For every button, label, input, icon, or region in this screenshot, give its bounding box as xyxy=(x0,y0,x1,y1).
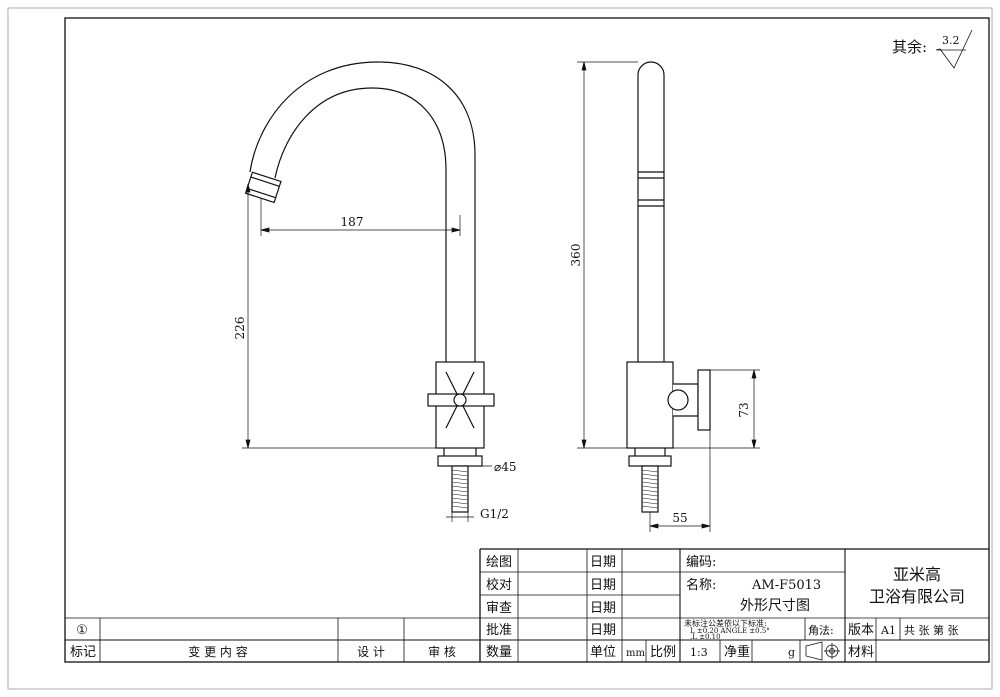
company-line-2: 卫浴有限公司 xyxy=(869,587,965,606)
weight-unit: g xyxy=(788,646,795,659)
label-date-1: 日期 xyxy=(590,555,616,570)
company-line-1: 亚米高 xyxy=(893,565,941,584)
drawing-title: 外形尺寸图 xyxy=(740,598,810,614)
label-design: 设 计 xyxy=(357,645,385,659)
surface-finish-value: 3.2 xyxy=(942,34,960,47)
tolerance-line-2: .L ±0.10 xyxy=(690,633,721,641)
outer-frame xyxy=(7,7,993,690)
label-net-weight: 净重 xyxy=(724,644,750,660)
side-dimensions xyxy=(577,61,760,532)
unit-value: mm xyxy=(626,648,645,659)
model-number: AM-F5013 xyxy=(751,578,821,593)
label-code: 编码: xyxy=(686,555,716,570)
dim-handle-height: 73 xyxy=(737,402,751,417)
drawing-border xyxy=(64,17,990,663)
label-audit: 审 核 xyxy=(428,644,456,659)
label-change-content: 变 更 内 容 xyxy=(188,644,247,659)
side-handle-knob xyxy=(697,369,711,431)
tolerance-line-1: L ±0.20 ANGLE ±0.5° xyxy=(690,627,770,635)
label-unit: 单位 xyxy=(590,645,616,660)
label-review: 审查 xyxy=(486,601,512,616)
aerator xyxy=(244,171,282,204)
surface-finish-label: 其余: xyxy=(892,38,927,56)
label-version: 版本 xyxy=(848,623,874,638)
label-approve: 批准 xyxy=(486,623,512,638)
side-valve-body xyxy=(626,361,674,449)
tolerance-note: 未标注公差依以下标准: xyxy=(684,618,767,628)
side-view xyxy=(626,61,711,513)
dim-thread: G1/2 xyxy=(480,507,509,521)
surface-finish-note: 其余: 3.2 xyxy=(892,29,973,69)
spout-outer-edge xyxy=(249,61,476,362)
side-base-nut xyxy=(628,455,672,467)
spout-inner-edge xyxy=(274,87,447,362)
dim-reach: 187 xyxy=(341,215,364,229)
label-check: 校对 xyxy=(486,577,512,593)
label-date-3: 日期 xyxy=(590,601,616,616)
scale-value: 1:3 xyxy=(690,646,708,659)
dim-overall-height: 360 xyxy=(569,244,583,267)
label-quantity: 数量 xyxy=(486,645,512,660)
label-date-2: 日期 xyxy=(590,578,616,593)
front-view xyxy=(244,61,495,513)
label-date-4: 日期 xyxy=(590,623,616,638)
label-scale: 比例 xyxy=(650,645,676,660)
side-spout xyxy=(637,61,665,362)
base-nut xyxy=(437,455,483,467)
revision-number: ① xyxy=(76,623,88,638)
label-material: 材料 xyxy=(848,645,874,660)
version-value: A1 xyxy=(880,624,896,637)
side-threaded-shank xyxy=(641,465,659,513)
front-dimensions xyxy=(242,183,492,522)
label-draw: 绘图 xyxy=(486,555,512,570)
title-block xyxy=(65,548,989,662)
dim-base-diameter: ⌀45 xyxy=(494,460,517,474)
label-name: 名称: xyxy=(686,577,716,593)
label-projection: 角法: xyxy=(808,623,834,637)
dim-height-left: 226 xyxy=(233,317,247,340)
projection-symbol-icon xyxy=(805,641,840,661)
label-mark: 标记 xyxy=(70,645,96,660)
threaded-shank xyxy=(451,465,469,513)
roughness-symbol-icon xyxy=(935,29,973,69)
dim-base-offset: 55 xyxy=(672,511,687,525)
sheet-count: 共 张 第 张 xyxy=(904,623,959,637)
